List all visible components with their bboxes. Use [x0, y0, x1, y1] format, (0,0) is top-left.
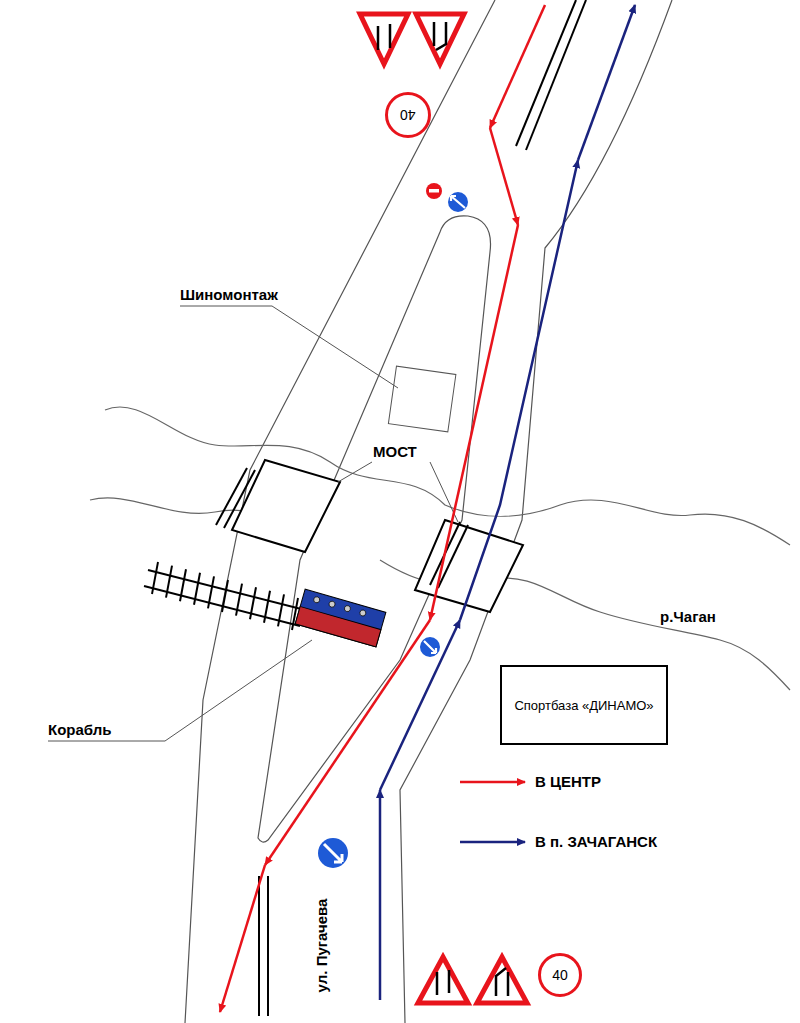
river-banks	[90, 407, 790, 690]
tire-shop-box	[388, 366, 455, 432]
road-edges	[185, 0, 672, 1023]
speed-limit-value: 40	[400, 107, 416, 123]
route-center	[220, 5, 545, 1012]
ship	[295, 589, 386, 647]
speed-limit-sign: 40	[537, 952, 583, 998]
route-zachagansk	[380, 5, 635, 1000]
railway	[144, 562, 305, 630]
legend-text: В п. ЗАЧАГАНСК	[535, 833, 657, 850]
speed-limit-sign: 40	[384, 91, 432, 139]
road-signs	[318, 14, 527, 1003]
place-name: Спортбаза «ДИНАМО»	[512, 698, 656, 713]
river-label: р.Чаган	[660, 608, 716, 625]
place-label: Шиномонтаж	[180, 286, 278, 303]
bridges	[216, 460, 523, 612]
street-label: ул. Пугачева	[313, 898, 330, 992]
bridge-label: МОСТ	[373, 443, 417, 460]
place-box: Спортбаза «ДИНАМО»	[500, 665, 668, 745]
speed-limit-value: 40	[552, 967, 568, 983]
legend-text: В ЦЕНТР	[535, 773, 601, 790]
leader-lines	[48, 306, 458, 741]
place-label: Корабль	[48, 721, 111, 738]
